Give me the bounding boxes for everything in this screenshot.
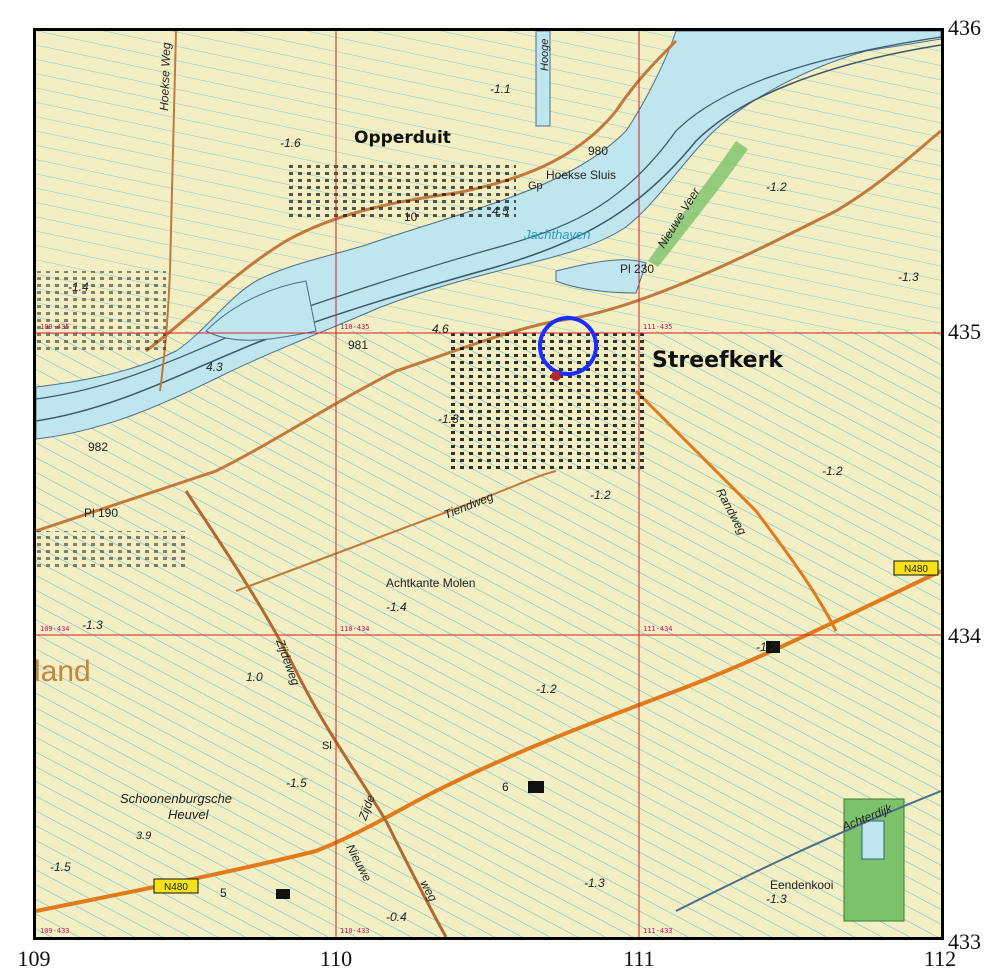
label-streefkerk: Streefkerk	[652, 348, 784, 373]
elev-m13b: -1.3	[438, 412, 459, 426]
elev-m12d: -1.2	[536, 682, 557, 696]
grid-label-110-433: 110-433	[340, 927, 370, 935]
num-10: 10	[404, 210, 418, 224]
elev-m13e: -1.3	[766, 892, 787, 906]
label-jachthaven: Jachthaven	[523, 227, 591, 242]
coord-y-435: 435	[948, 319, 981, 344]
harbour-basin	[205, 280, 317, 341]
svg-text:N480: N480	[904, 564, 928, 575]
label-gp: Gp	[528, 180, 543, 192]
grid-label-111-434: 111-434	[643, 625, 673, 633]
label-schoonenburgsche: Schoonenburgsche	[120, 791, 232, 806]
location-marker[interactable]	[538, 316, 598, 376]
grid-label-109-434: 109-434	[40, 625, 70, 633]
building-farm-1	[276, 889, 290, 899]
elev-1-0: 1.0	[246, 670, 263, 684]
label-hooge: Hooge	[539, 39, 551, 71]
elev-m15a: -1.5	[286, 776, 307, 790]
num-4-3: 4.3	[206, 360, 223, 374]
eendenkooi-pond	[861, 820, 885, 860]
elev-m13d: -1.3	[584, 876, 605, 890]
map-canvas[interactable]: 109-435 110-435 111-435 109-434 110-434 …	[36, 31, 941, 937]
label-eendenkooi: Eendenkooi	[770, 878, 833, 892]
topographic-map[interactable]: 109-435 110-435 111-435 109-434 110-434 …	[33, 28, 944, 940]
elev-m14b: -1.4	[386, 600, 407, 614]
num-4-5: 4.5	[492, 204, 509, 218]
elev-m12c: -1.2	[822, 464, 843, 478]
coord-x-110: 110	[319, 946, 353, 971]
num-6: 6	[502, 780, 509, 794]
label-hoekse-weg: Hoekse Weg	[157, 42, 173, 111]
grid-label-111-433: 111-433	[643, 927, 673, 935]
road-shield-n480-west: N480	[153, 878, 199, 894]
jachthaven-basin	[555, 259, 647, 294]
canal-hooge	[535, 31, 551, 127]
ribbon-houses-north	[36, 271, 166, 351]
coord-y-436: 436	[948, 15, 981, 40]
elev-m12b: -1.2	[590, 488, 611, 502]
river-fairway-2	[36, 36, 941, 400]
ribbon-houses-south	[36, 531, 186, 571]
grid-label-110-434: 110-434	[340, 625, 370, 633]
village-streefkerk	[446, 331, 646, 471]
elev-m11: -1.1	[490, 82, 511, 96]
svg-text:N480: N480	[164, 882, 188, 893]
coord-x-112: 112	[923, 946, 957, 971]
num-4-6: 4.6	[432, 322, 449, 336]
road-zijdeweg	[184, 490, 448, 937]
road-randweg	[634, 389, 838, 632]
grid-label-109-433: 109-433	[40, 927, 70, 935]
river-fairway	[36, 44, 941, 422]
coord-x-111: 111	[623, 946, 655, 971]
label-opperduit: Opperduit	[354, 128, 451, 148]
road-tiendweg	[235, 470, 557, 592]
num-5: 5	[220, 886, 227, 900]
num-982: 982	[88, 440, 108, 454]
elev-3-9: 3.9	[136, 830, 151, 842]
elev-m04: -0.4	[386, 910, 407, 924]
road-hoekse-weg	[159, 31, 177, 392]
coord-y-434: 434	[948, 623, 981, 648]
num-981: 981	[348, 338, 368, 352]
nieuwe-veer-green	[648, 141, 748, 267]
coord-x-109: 109	[17, 946, 51, 971]
elev-m12a: -1.2	[766, 180, 787, 194]
road-achterdijk	[675, 790, 941, 912]
coord-y-433: 433	[948, 929, 981, 954]
village-opperduit	[286, 161, 516, 221]
elev-m13c: -1.3	[82, 618, 103, 632]
grid-label-109-435: 109-435	[40, 323, 70, 331]
building-farm-2	[766, 641, 780, 653]
church-dot	[551, 371, 561, 381]
elev-m14: -1.4	[68, 280, 89, 294]
coordinate-grid	[36, 31, 941, 937]
label-heuvel: Heuvel	[168, 807, 210, 822]
grid-label-110-435: 110-435	[340, 323, 370, 331]
label-hoekse-sluis: Hoekse Sluis	[546, 168, 616, 182]
road-shield-n480-east: N480	[893, 560, 939, 576]
num-980: 980	[588, 144, 608, 158]
num-pl-230: Pl 230	[620, 262, 654, 276]
building-6	[528, 781, 544, 793]
num-pl-190: Pl 190	[84, 506, 118, 520]
label-achtkante-molen: Achtkante Molen	[386, 576, 475, 590]
elev-m15b: -1.5	[50, 860, 71, 874]
elev-m12e: -1.2	[756, 640, 777, 654]
label-land-fragment: land	[36, 655, 91, 688]
elev-m16: -1.6	[280, 136, 301, 150]
elev-m13a: -1.3	[898, 270, 919, 284]
label-sl: Sl	[322, 740, 332, 752]
grid-label-111-435: 111-435	[643, 323, 673, 331]
